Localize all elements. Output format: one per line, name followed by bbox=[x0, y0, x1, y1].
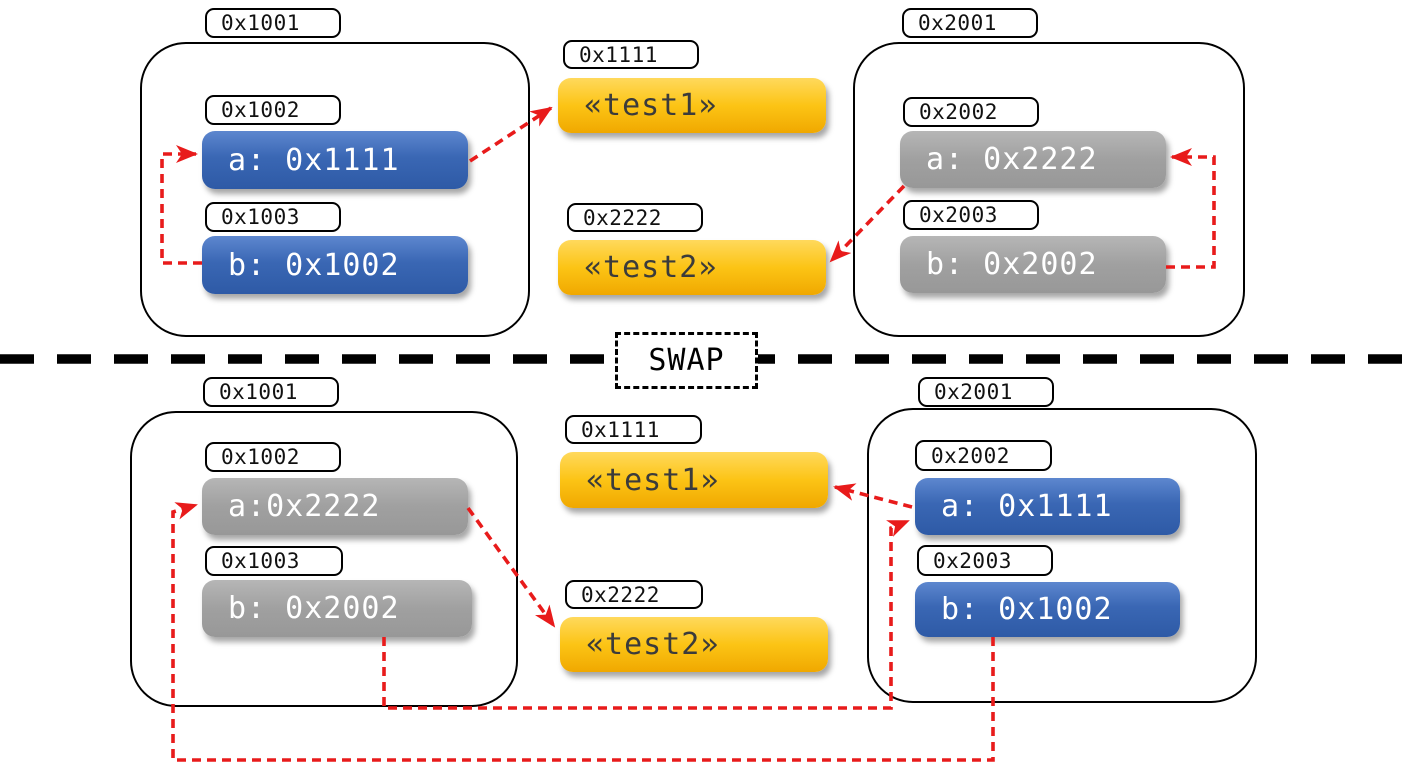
address-tag-frame-bottom-right: 0x2001 bbox=[918, 377, 1054, 407]
address-tag-top-test1: 0x1111 bbox=[563, 40, 699, 69]
swap-label-box: SWAP bbox=[615, 332, 758, 389]
heap-slot-top-test2: «test2» bbox=[558, 240, 826, 295]
address-tag-top-right-a: 0x2002 bbox=[903, 97, 1039, 127]
var-slot-top-right-a: a: 0x2222 bbox=[900, 131, 1166, 188]
address-tag-frame-bottom-left: 0x1001 bbox=[203, 377, 339, 407]
heap-slot-bottom-test2: «test2» bbox=[560, 617, 828, 672]
address-tag-top-test2: 0x2222 bbox=[567, 203, 703, 232]
address-tag-frame-top-right: 0x2001 bbox=[902, 8, 1038, 38]
address-tag-bottom-right-a: 0x2002 bbox=[915, 440, 1052, 471]
var-slot-bottom-left-a: a:0x2222 bbox=[202, 478, 468, 535]
address-tag-frame-top-left: 0x1001 bbox=[205, 8, 341, 38]
address-tag-bottom-left-b: 0x1003 bbox=[205, 546, 343, 576]
var-slot-top-left-b: b: 0x1002 bbox=[202, 236, 468, 294]
var-slot-bottom-left-b: b: 0x2002 bbox=[202, 580, 472, 637]
address-tag-bottom-test2: 0x2222 bbox=[565, 580, 703, 609]
address-tag-bottom-right-b: 0x2003 bbox=[917, 545, 1053, 576]
var-slot-bottom-right-a: a: 0x1111 bbox=[915, 478, 1180, 535]
address-tag-bottom-test1: 0x1111 bbox=[565, 415, 702, 444]
var-slot-top-left-a: a: 0x1111 bbox=[202, 131, 468, 189]
var-slot-top-right-b: b: 0x2002 bbox=[900, 236, 1166, 293]
address-tag-top-left-b: 0x1003 bbox=[205, 202, 341, 232]
swap-label: SWAP bbox=[648, 343, 725, 378]
heap-slot-top-test1: «test1» bbox=[558, 78, 826, 133]
address-tag-bottom-left-a: 0x1002 bbox=[205, 442, 341, 472]
address-tag-top-right-b: 0x2003 bbox=[903, 200, 1039, 230]
address-tag-top-left-a: 0x1002 bbox=[205, 95, 341, 125]
var-slot-bottom-right-b: b: 0x1002 bbox=[915, 582, 1180, 637]
heap-slot-bottom-test1: «test1» bbox=[560, 452, 828, 508]
